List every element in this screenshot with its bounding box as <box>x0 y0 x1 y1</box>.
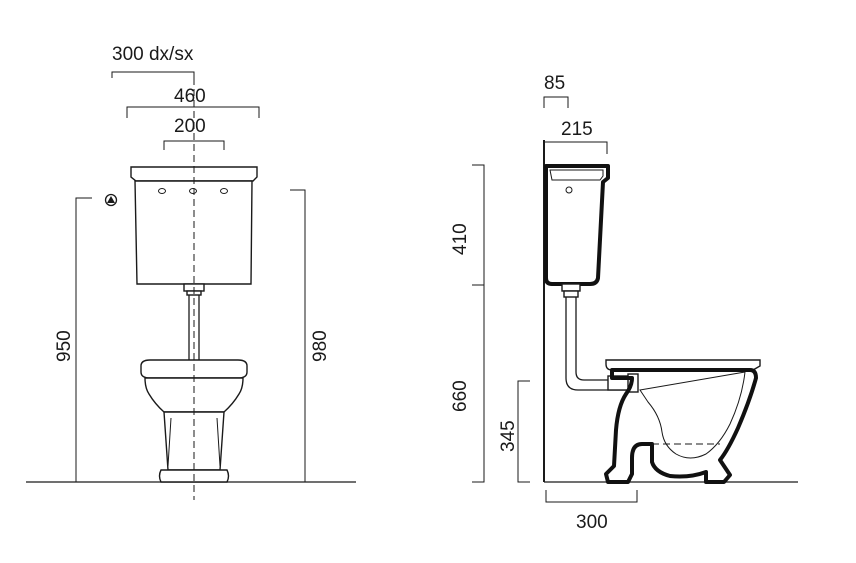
dimension-460: 460 <box>126 86 260 118</box>
dimension-85: 85 <box>543 73 569 108</box>
tank-height-label: 410 <box>450 223 471 255</box>
side-view: 85 215 410 660 345 300 <box>450 73 798 533</box>
water-inlet-icon <box>104 193 118 207</box>
depth-top-label: 85 <box>544 73 565 94</box>
front-view: 300 dx/sx 460 200 950 980 <box>26 44 356 500</box>
cistern-side <box>544 164 610 286</box>
width-label-300: 300 dx/sx <box>112 44 194 65</box>
bowl-front <box>140 359 248 483</box>
dimension-300-dxsx: 300 dx/sx <box>111 44 195 78</box>
dimension-980: 980 <box>290 189 331 482</box>
dimension-200: 200 <box>163 116 225 150</box>
total-height-label: 660 <box>450 380 471 412</box>
dimension-215: 215 <box>543 119 608 154</box>
flush-pipe-side <box>561 283 639 393</box>
seat-height-label: 345 <box>498 420 519 452</box>
dimension-300: 300 <box>545 490 638 533</box>
inner-width-label: 200 <box>174 116 206 137</box>
tank-depth-label: 215 <box>561 119 593 140</box>
tank-width-label: 460 <box>174 86 206 107</box>
dimension-345: 345 <box>498 380 530 483</box>
right-height-label: 980 <box>310 330 331 362</box>
outlet-distance-label: 300 <box>576 512 608 533</box>
dimension-410-660: 410 660 <box>450 164 485 483</box>
left-height-label: 950 <box>54 330 75 362</box>
bowl-side <box>604 359 761 484</box>
dimension-950: 950 <box>54 197 92 482</box>
